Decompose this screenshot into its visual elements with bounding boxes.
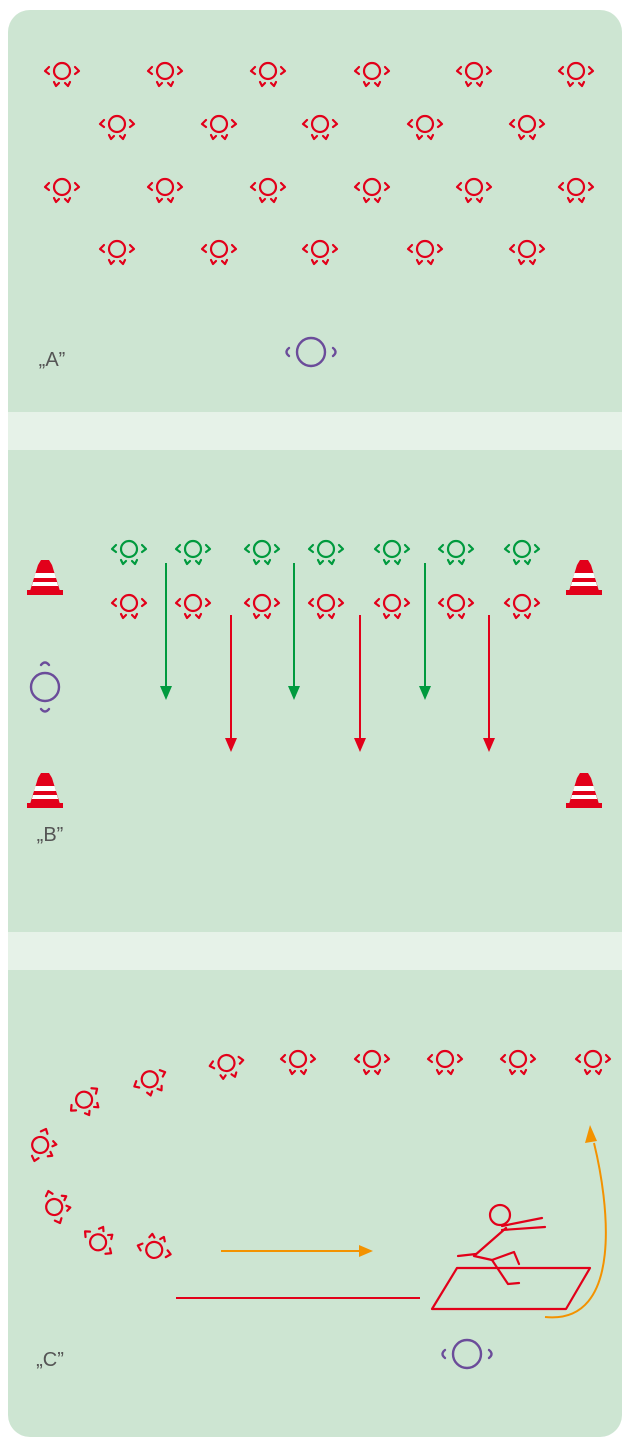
- field-background: [8, 10, 622, 1437]
- panel-b-label: „B”: [37, 824, 64, 846]
- divider-strip: [8, 932, 622, 970]
- panel-c-label: „C”: [36, 1349, 64, 1371]
- divider-strip: [8, 412, 622, 450]
- panel-a-label: „A”: [39, 349, 66, 371]
